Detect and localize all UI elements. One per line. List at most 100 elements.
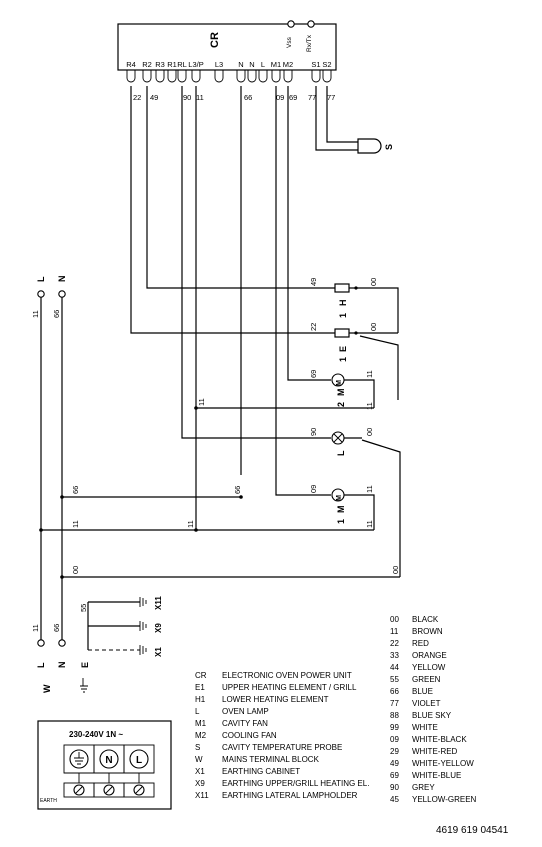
mains-n-bottom-terminal xyxy=(58,639,66,647)
color-legend-row-code: 45 xyxy=(390,795,399,804)
power-unit-box xyxy=(117,23,337,71)
color-legend-row-text: RED xyxy=(412,639,429,648)
component-legend-row-code: S xyxy=(195,743,201,752)
component-legend-row-text: EARTHING UPPER/GRILL HEATING EL. xyxy=(222,779,370,788)
terminal-s1: S1 xyxy=(311,60,320,69)
m1-index: 1 xyxy=(336,519,346,524)
component-legend-row: S CAVITY TEMPERATURE PROBE xyxy=(195,742,369,754)
lamp-return xyxy=(361,439,401,577)
color-legend-row: 49 WHITE-YELLOW xyxy=(390,758,476,770)
m1-11-label: 11 xyxy=(365,520,374,528)
mains-block-label: W xyxy=(42,684,52,693)
m2-name: M xyxy=(336,389,346,397)
color-legend-row-code: 00 xyxy=(390,615,399,624)
document-number: 4619 619 04541 xyxy=(436,825,509,836)
wire-label-90: 90 xyxy=(183,93,191,102)
component-legend-row-code: L xyxy=(195,707,200,716)
component-legend-row-code: CR xyxy=(195,671,207,680)
supply-n-terminal xyxy=(99,749,119,769)
branch-66-right-label: 66 xyxy=(233,486,242,494)
unit-terminal-labels: R4 R2 R3 R1 RL L3/P L3 N N L M1 M2 S1 S2 xyxy=(126,60,331,69)
mains-l-label: 11 xyxy=(31,310,40,318)
supply-l-terminal xyxy=(129,749,149,769)
wire-label-69: 69 xyxy=(289,93,297,102)
m2-symbol: M xyxy=(336,380,343,386)
supply-earth-terminal xyxy=(69,749,89,769)
component-legend-row-text: OVEN LAMP xyxy=(222,707,269,716)
mains-n-label: 66 xyxy=(52,310,61,318)
component-legend-row-text: ELECTRONIC OVEN POWER UNIT xyxy=(222,671,352,680)
lamp-wire-out: 00 xyxy=(365,428,374,436)
color-legend-row-text: YELLOW-GREEN xyxy=(412,795,477,804)
supply-terminal-block: N L xyxy=(63,744,155,798)
mains-l-top-label: L xyxy=(36,276,46,282)
wire-label-11: 11 xyxy=(196,93,204,102)
h1-name: H xyxy=(338,300,348,307)
wire-label-49: 49 xyxy=(150,93,158,102)
earth-x1-label: X1 xyxy=(154,647,163,657)
supply-n-letter: N xyxy=(105,755,112,766)
vss-label: Vss xyxy=(286,36,293,48)
color-legend-row-code: 09 xyxy=(390,735,399,744)
color-legend-row-code: 99 xyxy=(390,723,399,732)
wire-label-22: 22 xyxy=(133,93,141,102)
probe-label: S xyxy=(384,144,394,150)
color-legend-row-text: BLUE xyxy=(412,687,433,696)
power-unit-label: CR xyxy=(209,32,221,48)
color-legend-row-text: WHITE-YELLOW xyxy=(412,759,474,768)
color-legend-row: 22 RED xyxy=(390,638,476,650)
m2-wire-out: 11 xyxy=(365,370,374,378)
h1-element xyxy=(334,283,350,293)
m2-return xyxy=(344,379,375,408)
component-legend-row-text: UPPER HEATING ELEMENT / GRILL xyxy=(222,683,357,692)
color-legend-row-code: 49 xyxy=(390,759,399,768)
wire-label-66: 66 xyxy=(244,93,252,102)
color-legend-row-text: ORANGE xyxy=(412,651,447,660)
component-legend-row-text: CAVITY TEMPERATURE PROBE xyxy=(222,743,343,752)
supply-voltage: 230-240V 1N ~ xyxy=(69,730,123,739)
e1-element xyxy=(334,328,350,338)
unit-wires xyxy=(130,86,335,530)
branch-11-left-label: 11 xyxy=(71,520,80,528)
terminal-r2: R2 xyxy=(142,60,152,69)
vss-terminal xyxy=(287,20,295,28)
rxtx-terminal xyxy=(307,20,315,28)
color-legend-row-code: 66 xyxy=(390,687,399,696)
branch-11-label: 11 xyxy=(197,398,206,406)
terminal-s2: S2 xyxy=(322,60,331,69)
component-legend-row: E1 UPPER HEATING ELEMENT / GRILL xyxy=(195,682,369,694)
branch-11-right-label: 11 xyxy=(186,520,195,528)
color-legend-row: 09 WHITE-BLACK xyxy=(390,734,476,746)
color-legend-row-code: 22 xyxy=(390,639,399,648)
earth-label: E xyxy=(80,662,90,668)
m1-symbol: M xyxy=(336,495,343,501)
earth-x11-icon xyxy=(139,597,147,607)
component-legend: CR ELECTRONIC OVEN POWER UNIT E1 UPPER HEAT… xyxy=(195,670,369,802)
color-legend-row-text: BLACK xyxy=(412,615,439,624)
terminal-m1: M1 xyxy=(271,60,281,69)
terminal-r1: R1 xyxy=(167,60,177,69)
component-legend-row-text: EARTHING CABINET xyxy=(222,767,301,776)
earth-x11-label: X11 xyxy=(154,596,163,610)
color-legend-row-code: 69 xyxy=(390,771,399,780)
terminal-l3p: L3/P xyxy=(188,60,203,69)
color-legend-row-code: 29 xyxy=(390,747,399,756)
color-legend-row-text: YELLOW xyxy=(412,663,446,672)
earth-symbol-icon xyxy=(80,678,88,693)
lamp-name: L xyxy=(336,450,346,456)
e1-wire-in: 22 xyxy=(309,323,318,331)
component-legend-row-code: E1 xyxy=(195,683,205,692)
component-legend-row-text: COOLING FAN xyxy=(222,731,277,740)
component-legend-row: CR ELECTRONIC OVEN POWER UNIT xyxy=(195,670,369,682)
color-legend-row: 45 YELLOW-GREEN xyxy=(390,794,476,806)
color-legend-row-text: GREEN xyxy=(412,675,441,684)
color-legend-row-text: WHITE-BLACK xyxy=(412,735,467,744)
branch-66-left-label: 66 xyxy=(71,486,80,494)
